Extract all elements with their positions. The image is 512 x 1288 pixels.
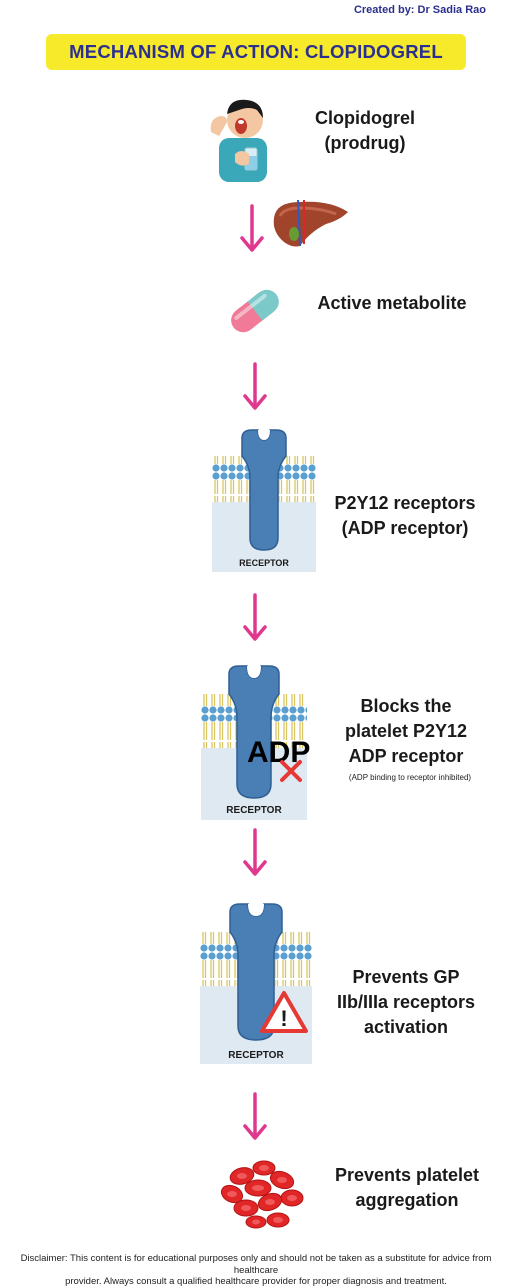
step3-subtitle: (ADP receptor) <box>341 518 469 538</box>
disclaimer: Disclaimer: This content is for educatio… <box>0 1253 512 1288</box>
gp-receptor-diagram: RECEPTOR <box>200 898 312 1064</box>
step4-note: (ADP binding to receptor inhibited) <box>348 773 472 782</box>
step6-line1: Prevents platelet <box>334 1165 480 1185</box>
down-arrow-icon <box>243 593 267 641</box>
person-taking-pill-icon <box>210 99 267 182</box>
red-x-icon <box>280 760 302 782</box>
step4-label: Blocks the platelet P2Y12 ADP receptor <box>326 694 486 769</box>
down-arrow-icon <box>243 828 267 876</box>
receptor-caption: RECEPTOR <box>239 558 289 568</box>
author-credit: Created by: Dr Sadia Rao <box>353 4 486 16</box>
step1-label: Clopidogrel (prodrug) <box>300 106 430 156</box>
blocked-receptor-diagram: RECEPTOR <box>201 660 307 820</box>
step3-title: P2Y12 receptors <box>334 493 476 513</box>
step5-line3: activation <box>363 1017 449 1037</box>
p2y12-receptor-icon: RECEPTOR <box>212 429 316 572</box>
capsule-icon <box>231 289 279 333</box>
step6-line2: aggregation <box>355 1190 459 1210</box>
p2y12-receptor-icon: RECEPTOR <box>201 665 307 820</box>
receptor-caption: RECEPTOR <box>226 805 282 816</box>
down-arrow-icon <box>240 204 264 252</box>
red-blood-cells-icon <box>220 1160 304 1229</box>
step5-line2: IIb/IIIa receptors <box>336 992 476 1012</box>
step1-subtitle: (prodrug) <box>324 133 406 153</box>
p2y12-receptor-icon: RECEPTOR <box>200 903 312 1064</box>
step1-title: Clopidogrel <box>315 108 415 128</box>
step5-line1: Prevents GP <box>352 967 460 987</box>
step2-label: Active metabolite <box>317 293 467 313</box>
step4-line2: platelet P2Y12 <box>344 721 468 741</box>
warning-triangle-icon: ! <box>260 991 308 1033</box>
warning-mark: ! <box>280 1006 287 1031</box>
step4-line1: Blocks the <box>360 696 452 716</box>
step6-label: Prevents platelet aggregation <box>324 1163 490 1213</box>
disclaimer-line1: Disclaimer: This content is for educatio… <box>20 1253 492 1276</box>
down-arrow-icon <box>243 362 267 410</box>
step5-label: Prevents GP IIb/IIIa receptors activatio… <box>324 965 488 1040</box>
liver-icon <box>273 199 348 247</box>
down-arrow-icon <box>243 1092 267 1140</box>
p2y12-receptor-diagram: RECEPTOR <box>212 426 316 572</box>
receptor-caption: RECEPTOR <box>228 1050 284 1061</box>
page-title: MECHANISM OF ACTION: CLOPIDOGREL <box>46 34 466 70</box>
step4-line3: ADP receptor <box>348 746 464 766</box>
disclaimer-line2: provider. Always consult a qualified hea… <box>65 1276 447 1287</box>
step3-label: P2Y12 receptors (ADP receptor) <box>320 491 490 541</box>
